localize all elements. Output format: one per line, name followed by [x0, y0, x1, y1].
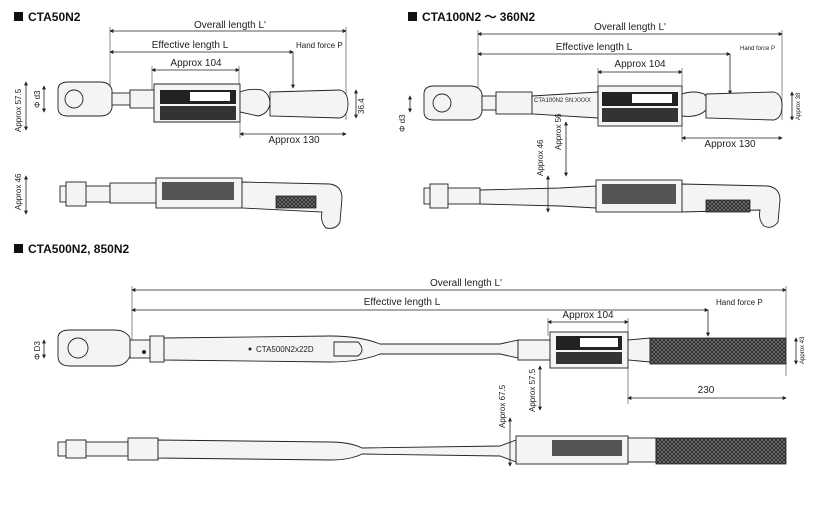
section-bullet: [14, 244, 23, 253]
part-marking: CTA500N2x22D: [256, 345, 314, 354]
wrench-top-view: [57, 329, 787, 369]
wrench-side-view: [57, 435, 787, 465]
hand-force-label: Hand force P: [296, 41, 343, 50]
grip-diameter-label: 36.4: [357, 98, 366, 114]
grip-length-label: Approx 130: [268, 135, 320, 146]
head-height-label: Approx 57.5: [528, 368, 537, 412]
overall-length-label: Overall length L': [594, 22, 666, 33]
diameter-label: Φ D3: [33, 341, 42, 360]
head-height-label: Approx 57.5: [14, 88, 23, 132]
part-marking: CTA100N2 SN:XXXX: [534, 98, 591, 104]
section-bullet: [14, 12, 23, 21]
diameter-label: Φ d3: [398, 114, 407, 132]
display-width-label: Approx 104: [614, 59, 666, 70]
section-cta50: CTA50N2 Overall length L' Effective leng…: [14, 10, 366, 229]
diameter-label: Φ d3: [33, 90, 42, 108]
grip-diameter-label: Approx 43: [800, 336, 806, 364]
side-height-label: Approx 67.5: [498, 384, 507, 428]
effective-length-label: Effective length L: [364, 297, 441, 308]
hand-force-label: Hand force P: [740, 46, 775, 52]
wrench-side-view: [423, 179, 781, 228]
side-height-label: Approx 46: [14, 173, 23, 210]
hand-force-label: Hand force P: [716, 298, 763, 307]
section-title: CTA500N2, 850N2: [28, 242, 129, 256]
wrench-top-view: [57, 81, 349, 123]
effective-length-label: Effective length L: [152, 40, 229, 51]
head-height-label: Approx 56: [554, 113, 563, 150]
effective-length-label: Effective length L: [556, 42, 633, 53]
section-title: CTA100N2 ～ 360N2: [422, 10, 535, 24]
side-height-label: Approx 46: [536, 139, 545, 176]
grip-diameter-label: Approx 38: [796, 92, 802, 120]
overall-length-label: Overall length L': [194, 20, 266, 31]
wrench-side-view: [59, 177, 343, 229]
section-bullet: [408, 12, 417, 21]
display-width-label: Approx 104: [170, 58, 222, 69]
section-cta100: CTA100N2 ～ 360N2 Overall length L' Effec…: [398, 10, 802, 228]
display-width-label: Approx 104: [562, 310, 614, 321]
grip-length-label: 230: [698, 385, 715, 396]
overall-length-label: Overall length L': [430, 278, 502, 289]
grip-length-label: Approx 130: [704, 139, 756, 150]
wrench-top-view: [423, 85, 783, 127]
section-title: CTA50N2: [28, 10, 81, 24]
section-cta500: CTA500N2, 850N2 Overall length L' Effect…: [14, 242, 806, 467]
